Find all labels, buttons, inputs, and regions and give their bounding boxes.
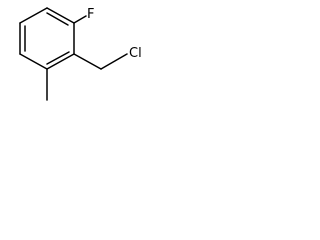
molecule-structure: F Cl bbox=[19, 7, 142, 101]
bond-to-fluorine bbox=[73, 15, 87, 24]
ring-bond-c5-c6 bbox=[46, 53, 75, 70]
bond-to-ch2 bbox=[73, 53, 102, 70]
ring-bond-c2-c3 bbox=[19, 7, 48, 24]
double-bond-inner-top bbox=[46, 12, 69, 26]
double-bond-inner-right bbox=[46, 51, 70, 65]
chlorine-label: Cl bbox=[129, 46, 142, 61]
bond-ch2-chlorine bbox=[100, 53, 128, 70]
ring-bond-c1-c2 bbox=[46, 7, 75, 24]
fluorine-label: F bbox=[87, 7, 94, 22]
ring-bond-c4-c5 bbox=[19, 53, 48, 70]
